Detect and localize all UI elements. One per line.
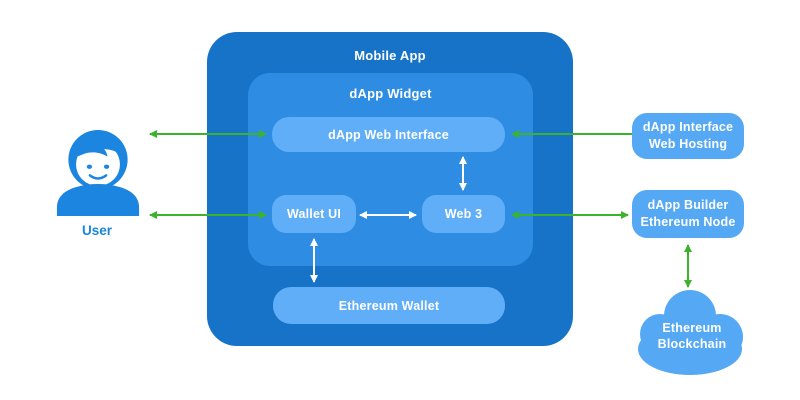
cloud-label-line1: Ethereum (662, 321, 722, 335)
mobile-app-title: Mobile App (354, 48, 426, 63)
cloud-ethereum-blockchain-label: Ethereum Blockchain (630, 320, 754, 352)
box-dapp-interface-web-hosting-line2: Web Hosting (648, 137, 728, 151)
box-dapp-interface-web-hosting-line1: dApp Interface (642, 120, 734, 134)
dapp-widget-box: dApp Widget dApp Web Interface Wallet UI… (248, 73, 533, 266)
box-dapp-interface-web-hosting: dApp Interface Web Hosting (632, 113, 744, 159)
ethereum-blockchain-cloud-icon (638, 290, 743, 375)
node-ethereum-wallet: Ethereum Wallet (273, 287, 505, 324)
box-dapp-builder-ethereum-node-line1: dApp Builder (647, 198, 729, 212)
dapp-widget-title: dApp Widget (349, 86, 432, 101)
user-label: User (81, 223, 113, 238)
node-dapp-web-interface: dApp Web Interface (272, 117, 505, 152)
user-icon (56, 130, 140, 216)
cloud-label-line2: Blockchain (657, 337, 727, 351)
node-wallet-ui: Wallet UI (272, 195, 356, 233)
box-dapp-builder-ethereum-node: dApp Builder Ethereum Node (632, 190, 744, 238)
mobile-app-box: Mobile App dApp Widget dApp Web Interfac… (207, 32, 573, 346)
node-web3: Web 3 (422, 195, 505, 233)
box-dapp-builder-ethereum-node-line2: Ethereum Node (640, 215, 736, 229)
